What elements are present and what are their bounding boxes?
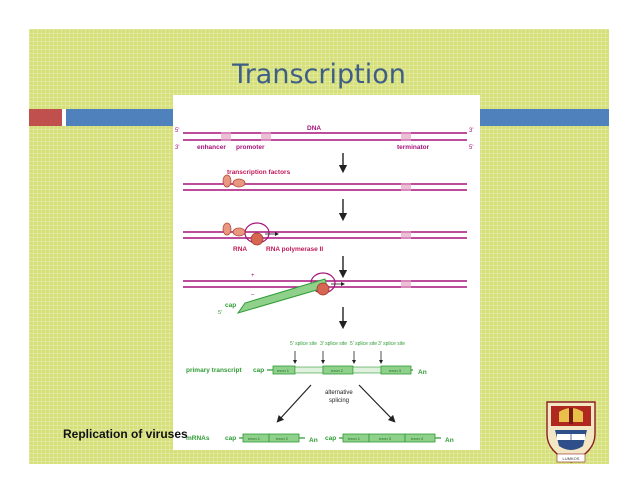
transcription-factor-blob bbox=[232, 227, 246, 237]
poly-a-label: An bbox=[418, 369, 427, 376]
three-prime-top-right: 3' bbox=[469, 128, 473, 134]
alternative-splicing-label-line1: alternative bbox=[325, 390, 353, 396]
minus-strand-label: – bbox=[251, 292, 255, 298]
three-prime-bottom-left: 3' bbox=[175, 145, 179, 151]
exon-block bbox=[380, 365, 412, 375]
terminator-marker bbox=[401, 183, 411, 191]
transcription-factor-blob bbox=[222, 222, 232, 236]
primary-transcript-row: primary transcript cap exon 1 exon 2 exo… bbox=[186, 365, 427, 376]
mrnas-label: mRNAs bbox=[186, 435, 210, 442]
terminator-label: terminator bbox=[397, 144, 430, 151]
dna-row: 5' DNA 3' 3' enhancer promoter terminato… bbox=[175, 125, 473, 151]
splice-site-label: 5' splice site bbox=[350, 341, 377, 347]
slide-title: Transcription bbox=[232, 59, 406, 90]
primary-transcript-label: primary transcript bbox=[186, 367, 242, 374]
terminator-marker bbox=[401, 132, 411, 141]
transcription-factors-label: transcription factors bbox=[227, 169, 291, 176]
elongation-row: + – cap 5' bbox=[183, 272, 467, 316]
transcription-factor-blob bbox=[232, 178, 246, 188]
exon-label: exon 2 bbox=[276, 436, 289, 441]
mrnas-row: mRNAs cap exon 1 exon 2 An cap exon 1 ex… bbox=[186, 433, 454, 444]
accent-bar-gap bbox=[62, 109, 66, 126]
five-prime-rna: 5' bbox=[218, 310, 222, 316]
poly-a-label: An bbox=[445, 437, 454, 444]
slide-caption: Replication of viruses bbox=[63, 427, 188, 441]
five-prime-top-left: 5' bbox=[175, 128, 179, 134]
terminator-marker bbox=[401, 280, 411, 288]
transcription-diagram-svg: 5' DNA 3' 3' enhancer promoter terminato… bbox=[175, 125, 473, 444]
rna-polymerase-ii bbox=[316, 282, 330, 296]
transcription-factors-row: transcription factors bbox=[183, 169, 467, 191]
cap-label: cap bbox=[325, 435, 336, 442]
promoter-label: promoter bbox=[236, 144, 265, 151]
exon-block bbox=[268, 433, 300, 443]
rna-polymerase-label: RNA polymerase II bbox=[266, 246, 323, 253]
college-logo-crest: LUMKOS bbox=[546, 401, 596, 463]
alternative-splicing-label-line2: splicing bbox=[329, 398, 349, 404]
exon-label: exon 2 bbox=[331, 368, 344, 373]
cap-label: cap bbox=[225, 435, 236, 442]
transcription-factor-blob bbox=[222, 174, 232, 188]
splice-site-label: 5' splice site bbox=[290, 341, 317, 347]
nascent-rna bbox=[236, 278, 328, 314]
exon-label: exon 1 bbox=[348, 436, 361, 441]
cap-label: cap bbox=[225, 302, 236, 309]
terminator-marker bbox=[401, 231, 411, 239]
rna-label: RNA bbox=[233, 246, 247, 253]
exon-label: exon 3 bbox=[379, 436, 392, 441]
polymerase-initiation-row: RNA RNA polymerase II bbox=[183, 222, 467, 253]
promoter-marker bbox=[261, 132, 271, 141]
college-logo: LUMKOS bbox=[545, 400, 597, 464]
enhancer-marker bbox=[221, 132, 231, 141]
splice-arrow-left bbox=[276, 384, 312, 423]
poly-a-label: An bbox=[309, 437, 318, 444]
splice-site-label: 3' splice site bbox=[320, 341, 347, 347]
intron-block bbox=[352, 366, 382, 374]
exon-label: exon 1 bbox=[248, 436, 261, 441]
alternative-splicing: alternative splicing bbox=[276, 384, 396, 423]
cap-label: cap bbox=[253, 367, 264, 374]
exon-block bbox=[404, 433, 436, 443]
plus-strand-label: + bbox=[251, 273, 255, 279]
exon-label: exon 3 bbox=[389, 368, 402, 373]
intron-block bbox=[294, 366, 324, 374]
enhancer-label: enhancer bbox=[197, 144, 226, 151]
rna-polymerase-ii bbox=[250, 232, 264, 246]
college-logo-text: LUMKOS bbox=[563, 456, 580, 461]
splice-site-label: 3' splice site bbox=[378, 341, 405, 347]
splice-arrow-right bbox=[358, 384, 396, 423]
exon-label: exon 1 bbox=[277, 368, 290, 373]
dna-label: DNA bbox=[307, 125, 321, 132]
accent-bar-red bbox=[29, 109, 62, 126]
exon-label: exon 4 bbox=[411, 436, 424, 441]
transcription-diagram: 5' DNA 3' 3' enhancer promoter terminato… bbox=[173, 95, 480, 450]
five-prime-bottom-right: 5' bbox=[469, 145, 473, 151]
splice-site-labels: 5' splice site 3' splice site 5' splice … bbox=[290, 341, 405, 364]
